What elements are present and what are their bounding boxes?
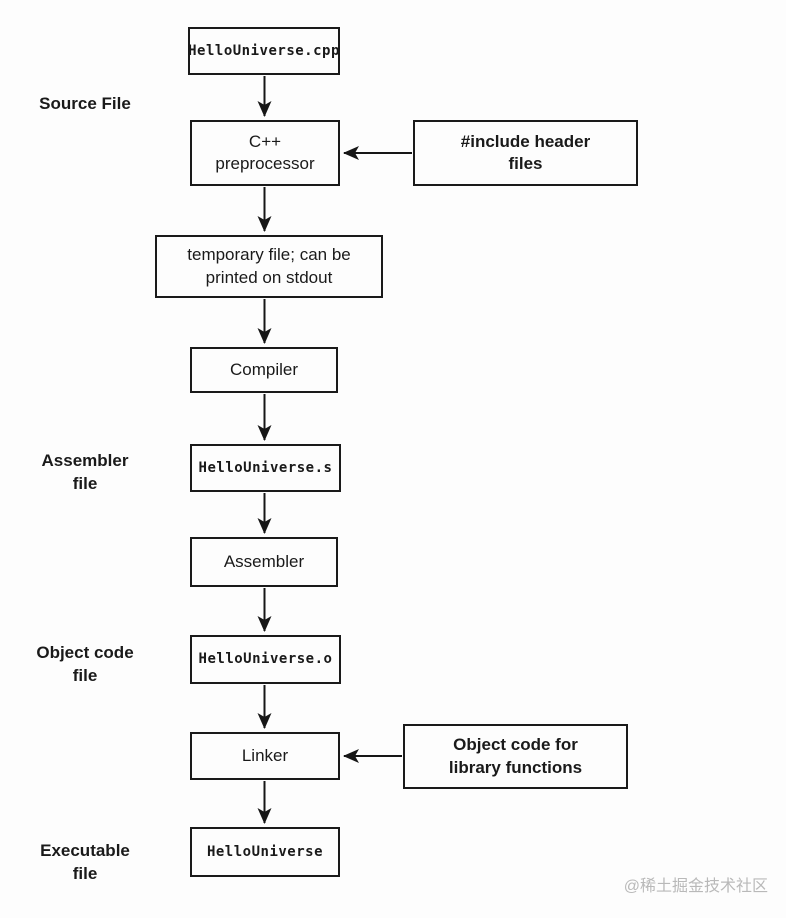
node-temp-file: temporary file; can be printed on stdout xyxy=(155,235,383,298)
node-include-headers: #include header files xyxy=(413,120,638,186)
label-source-file: Source File xyxy=(39,94,131,113)
label-assembler-file: Assembler file xyxy=(41,451,129,493)
label-executable-file: Executable file xyxy=(40,841,130,883)
node-preprocessor: C++ preprocessor xyxy=(190,120,340,186)
watermark: @稀土掘金技术社区 xyxy=(623,878,768,895)
node-compiler: Compiler xyxy=(190,347,338,393)
node-object-file: HelloUniverse.o xyxy=(190,635,341,684)
node-linker: Linker xyxy=(190,732,340,780)
label-object-code-file: Object code file xyxy=(36,643,134,685)
node-assembler: Assembler xyxy=(190,537,338,587)
node-library-object: Object code for library functions xyxy=(403,724,628,789)
node-source-file: HelloUniverse.cpp xyxy=(188,27,340,75)
node-assembler-output: HelloUniverse.s xyxy=(190,444,341,492)
node-executable: HelloUniverse xyxy=(190,827,340,877)
